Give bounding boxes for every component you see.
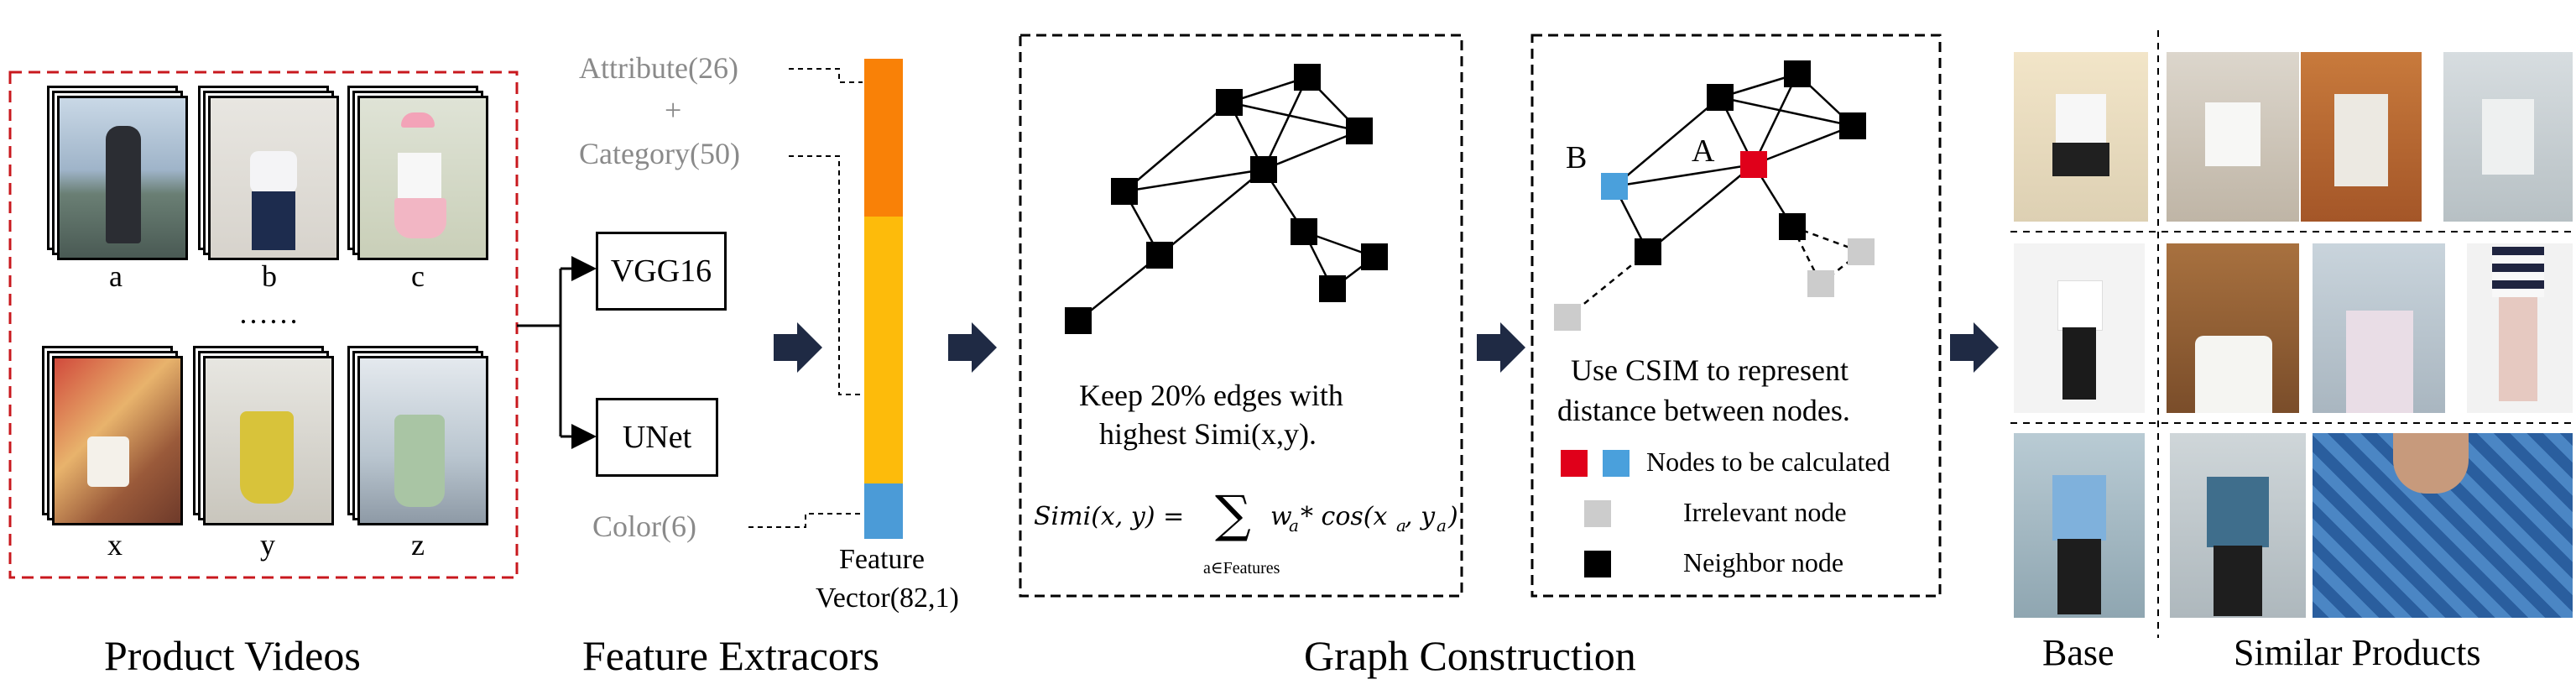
feature-leaders [748, 68, 863, 528]
arrow-icon [948, 322, 997, 373]
formula-w: w [1270, 502, 1292, 531]
graph-node [1146, 242, 1173, 269]
similarity-formula: Simi(x, y) = ∑ w a * cos(x a , y a ) a∈F… [1030, 485, 1458, 583]
similar-product-image [2167, 243, 2299, 413]
block-arrows [774, 322, 1999, 373]
feature-vector-label-1: Feature [839, 544, 925, 575]
node-a [1740, 151, 1767, 178]
csim-line2: distance between nodes. [1557, 394, 1850, 427]
graph-node [1361, 243, 1388, 270]
caption-product-videos: Product Videos [104, 632, 361, 679]
similar-product-image [2170, 433, 2306, 618]
similar-product-image [2301, 52, 2422, 222]
vgg16-box: VGG16 [596, 232, 727, 311]
video-label-a: a [109, 259, 123, 293]
graph1-nodes [1065, 64, 1388, 334]
plus-label: + [665, 93, 682, 127]
legend-neighbor-swatch [1584, 551, 1611, 577]
video-thumbnail [52, 356, 183, 525]
base-product-image [2014, 52, 2148, 222]
formula-under: a∈Features [1203, 559, 1280, 577]
legend-irrelevant-label: Irrelevant node [1683, 497, 1847, 527]
graph-node [1291, 218, 1317, 245]
irrelevant-node [1807, 270, 1834, 297]
legend-neighbor-label: Neighbor node [1683, 547, 1844, 577]
formula-sub-a2: a [1396, 515, 1406, 536]
color-label: Color(6) [592, 509, 696, 543]
graph2-nodes [1554, 60, 1875, 331]
caption-feature-extractors: Feature Extracors [582, 632, 880, 679]
formula-sub-a1: a [1289, 515, 1299, 536]
video-label-y: y [260, 528, 275, 562]
vgg16-label: VGG16 [610, 253, 712, 289]
caption-base: Base [2042, 632, 2115, 673]
graph-node [1779, 213, 1806, 240]
graph-node [1784, 60, 1811, 87]
video-label-z: z [411, 528, 425, 562]
arrow-icon [1950, 322, 1999, 373]
legend-irrelevant-swatch [1584, 500, 1611, 527]
unet-label: UNet [622, 420, 692, 455]
arrow-icon [774, 322, 822, 373]
graph-node [1216, 89, 1243, 116]
video-label-c: c [411, 259, 425, 293]
similar-product-image [2443, 52, 2573, 222]
graph-node [1839, 112, 1866, 139]
formula-sub-a3: a [1437, 515, 1447, 536]
arrow-icon [1477, 322, 1525, 373]
caption-graph-construction: Graph Construction [1304, 632, 1636, 679]
video-label-b: b [262, 259, 277, 293]
similar-product-image [2313, 243, 2445, 413]
graph-node [1294, 64, 1321, 91]
base-product-image [2014, 243, 2145, 413]
formula-lhs: Simi(x, y) = [1034, 502, 1185, 531]
graph-node [1346, 118, 1373, 144]
keep-edges-line2: highest Simi(x,y). [1099, 417, 1317, 451]
caption-similar-products: Similar Products [2234, 632, 2481, 673]
legend-calc-red-swatch [1561, 450, 1588, 477]
graph-node [1319, 275, 1346, 302]
video-label-x: x [107, 528, 123, 562]
formula-mid: * cos(x [1301, 502, 1388, 531]
feature-vector-attribute-segment [864, 59, 903, 217]
irrelevant-node [1554, 304, 1581, 331]
csim-line1: Use CSIM to represent [1571, 353, 1849, 387]
node-b-label: B [1566, 140, 1588, 175]
base-product-image [2014, 433, 2145, 618]
graph-node [1250, 156, 1277, 183]
graph-box-2 [1530, 34, 1942, 598]
similar-product-image [2467, 243, 2573, 413]
feature-vector-category-segment [864, 217, 903, 483]
keep-edges-line1: Keep 20% edges with [1079, 379, 1343, 412]
formula-sum: ∑ [1215, 485, 1251, 544]
legend-calc-blue-swatch [1603, 450, 1630, 477]
extractor-connector [517, 256, 597, 449]
formula-mid2: , y [1405, 502, 1436, 531]
attribute-label: Attribute(26) [579, 51, 738, 85]
irrelevant-node [1848, 238, 1875, 265]
graph-node [1635, 238, 1661, 265]
video-ellipsis: …… [238, 296, 299, 330]
similar-product-image [2167, 52, 2299, 222]
graph-node [1707, 84, 1734, 111]
graph-node [1111, 178, 1138, 205]
feature-vector-label-2: Vector(82,1) [816, 583, 959, 614]
node-b [1601, 173, 1628, 200]
unet-box: UNet [596, 398, 718, 477]
node-a-label: A [1692, 133, 1715, 169]
similar-product-image [2313, 433, 2573, 618]
graph-box-1 [1019, 34, 1463, 598]
feature-vector-color-segment [864, 483, 903, 539]
formula-end: ) [1448, 502, 1458, 531]
legend-calc-label: Nodes to be calculated [1646, 447, 1890, 477]
graph-node [1065, 307, 1092, 334]
category-label: Category(50) [579, 137, 740, 170]
